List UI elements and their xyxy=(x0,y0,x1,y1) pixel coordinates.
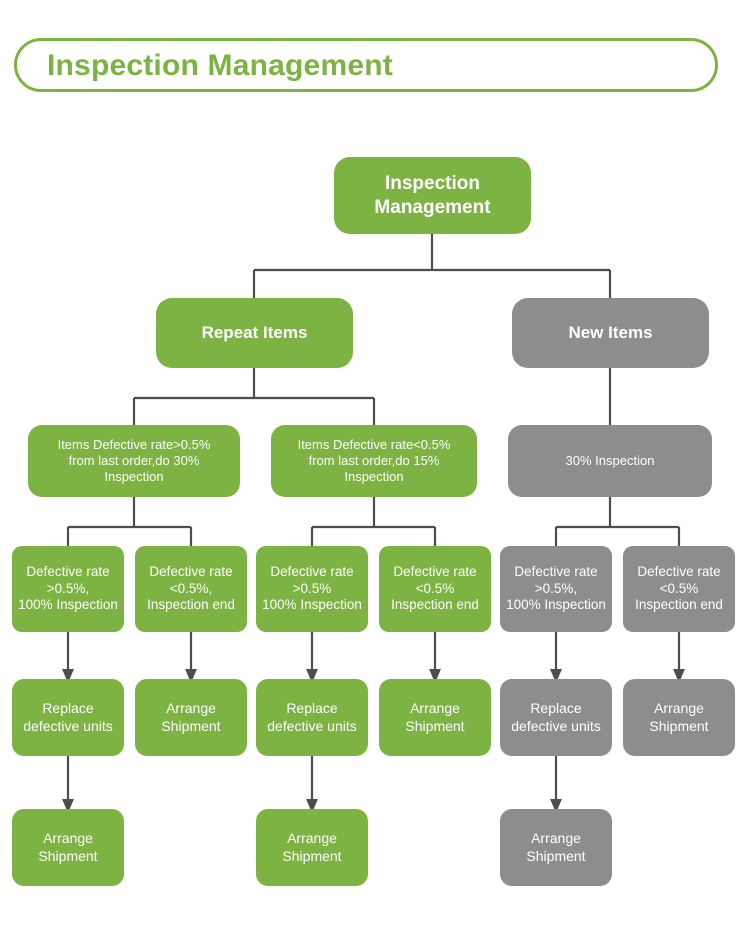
node-rule-repeat-low-defect[interactable]: Items Defective rate<0.5% from last orde… xyxy=(271,425,477,497)
node-final-shipment-3[interactable]: Arrange Shipment xyxy=(500,809,612,886)
node-action-replace-1[interactable]: Replace defective units xyxy=(12,679,124,756)
node-outcome-5[interactable]: Defective rate >0.5%, 100% Inspection xyxy=(500,546,612,632)
page-title: Inspection Management xyxy=(47,49,393,82)
node-inspection-management[interactable]: Inspection Management xyxy=(334,157,531,234)
node-repeat-items[interactable]: Repeat Items xyxy=(156,298,353,368)
header-banner: Inspection Management xyxy=(14,38,718,92)
node-rule-repeat-high-defect[interactable]: Items Defective rate>0.5% from last orde… xyxy=(28,425,240,497)
node-rule-new-items-30-percent[interactable]: 30% Inspection xyxy=(508,425,712,497)
node-final-shipment-2[interactable]: Arrange Shipment xyxy=(256,809,368,886)
node-outcome-1[interactable]: Defective rate >0.5%, 100% Inspection xyxy=(12,546,124,632)
node-outcome-2[interactable]: Defective rate <0.5%, Inspection end xyxy=(135,546,247,632)
node-outcome-6[interactable]: Defective rate <0.5% Inspection end xyxy=(623,546,735,632)
node-action-shipment-1[interactable]: Arrange Shipment xyxy=(135,679,247,756)
node-outcome-3[interactable]: Defective rate >0.5% 100% Inspection xyxy=(256,546,368,632)
node-final-shipment-1[interactable]: Arrange Shipment xyxy=(12,809,124,886)
node-action-shipment-3[interactable]: Arrange Shipment xyxy=(623,679,735,756)
node-action-replace-3[interactable]: Replace defective units xyxy=(500,679,612,756)
node-outcome-4[interactable]: Defective rate <0.5% Inspection end xyxy=(379,546,491,632)
node-new-items[interactable]: New Items xyxy=(512,298,709,368)
node-action-replace-2[interactable]: Replace defective units xyxy=(256,679,368,756)
node-action-shipment-2[interactable]: Arrange Shipment xyxy=(379,679,491,756)
